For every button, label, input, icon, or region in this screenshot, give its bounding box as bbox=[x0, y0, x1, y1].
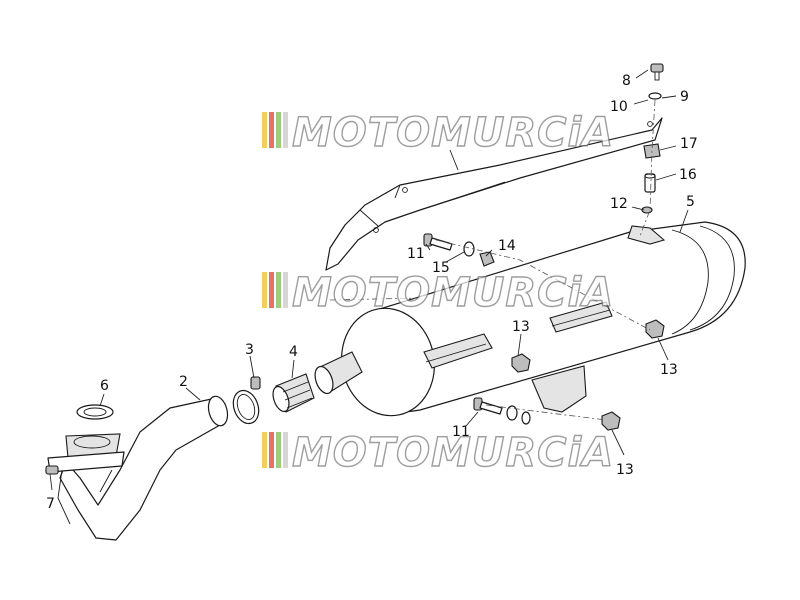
watermark-stripe bbox=[269, 272, 274, 308]
watermark-middle: MOTOMURCiA bbox=[262, 269, 614, 317]
callout-14: 14 bbox=[498, 238, 516, 254]
washer-12 bbox=[641, 206, 653, 214]
bolt-11-lower bbox=[473, 397, 503, 415]
gasket-6 bbox=[76, 404, 114, 420]
watermark-stripe bbox=[283, 272, 288, 308]
washer-15-lower bbox=[506, 405, 518, 421]
nut-13-c bbox=[601, 411, 621, 431]
watermark-stripe bbox=[283, 112, 288, 148]
bolt-11-upper bbox=[423, 233, 453, 251]
watermark-stripe bbox=[276, 112, 281, 148]
callout-2: 2 bbox=[179, 374, 188, 390]
screw-8 bbox=[650, 63, 664, 81]
callout-12: 12 bbox=[610, 196, 628, 212]
heat-shield bbox=[325, 117, 663, 271]
watermark-text: MOTOMURCiA bbox=[292, 110, 614, 156]
callout-11-lower: 11 bbox=[452, 424, 470, 440]
clamp-3 bbox=[232, 376, 261, 425]
muffler-inlet bbox=[314, 351, 363, 395]
watermark-bottom: MOTOMURCiA bbox=[262, 429, 614, 477]
watermark-stripe bbox=[276, 432, 281, 468]
callout-4: 4 bbox=[289, 344, 298, 360]
callout-13-b: 13 bbox=[660, 362, 678, 378]
leader-lines bbox=[49, 69, 689, 491]
callout-16: 16 bbox=[679, 167, 697, 183]
watermark-stripe bbox=[262, 432, 267, 468]
callout-3: 3 bbox=[245, 342, 254, 358]
muffler bbox=[341, 221, 746, 417]
callout-6: 6 bbox=[100, 378, 109, 394]
manifold-flange bbox=[47, 433, 125, 473]
callout-9: 9 bbox=[680, 89, 689, 105]
nut-13-b bbox=[645, 319, 665, 339]
callouts: 2 3 4 5 6 7 8 9 10 11 11 12 13 13 13 14 … bbox=[46, 73, 698, 512]
callout-15: 15 bbox=[432, 260, 450, 276]
exhaust-pipe-2 bbox=[57, 395, 229, 541]
washer-15-upper bbox=[463, 241, 475, 257]
sleeve-4 bbox=[272, 373, 315, 413]
nut-7 bbox=[45, 465, 59, 475]
callout-17: 17 bbox=[680, 136, 698, 152]
washer-lower-2 bbox=[521, 411, 531, 425]
callout-5: 5 bbox=[686, 194, 695, 210]
watermark-stripe bbox=[276, 272, 281, 308]
callout-7: 7 bbox=[46, 496, 55, 512]
watermark-top: MOTOMURCiA bbox=[262, 109, 614, 157]
callout-13-a: 13 bbox=[512, 319, 530, 335]
callout-13-c: 13 bbox=[616, 462, 634, 478]
washer-10 bbox=[648, 92, 662, 100]
watermark-stripe bbox=[283, 432, 288, 468]
watermark-text: MOTOMURCiA bbox=[292, 270, 614, 316]
spacer-16 bbox=[644, 173, 656, 193]
watermark-stripe bbox=[269, 112, 274, 148]
callout-8: 8 bbox=[622, 73, 631, 89]
callout-11-upper: 11 bbox=[407, 246, 425, 262]
nut-14 bbox=[479, 251, 495, 267]
watermark-stripe bbox=[269, 432, 274, 468]
callout-10: 10 bbox=[610, 99, 628, 115]
nut-13-a bbox=[511, 353, 531, 373]
watermark-stripe bbox=[262, 112, 267, 148]
watermark-text: MOTOMURCiA bbox=[292, 430, 614, 476]
assembly-lines bbox=[329, 99, 656, 421]
watermark-stripe bbox=[262, 272, 267, 308]
